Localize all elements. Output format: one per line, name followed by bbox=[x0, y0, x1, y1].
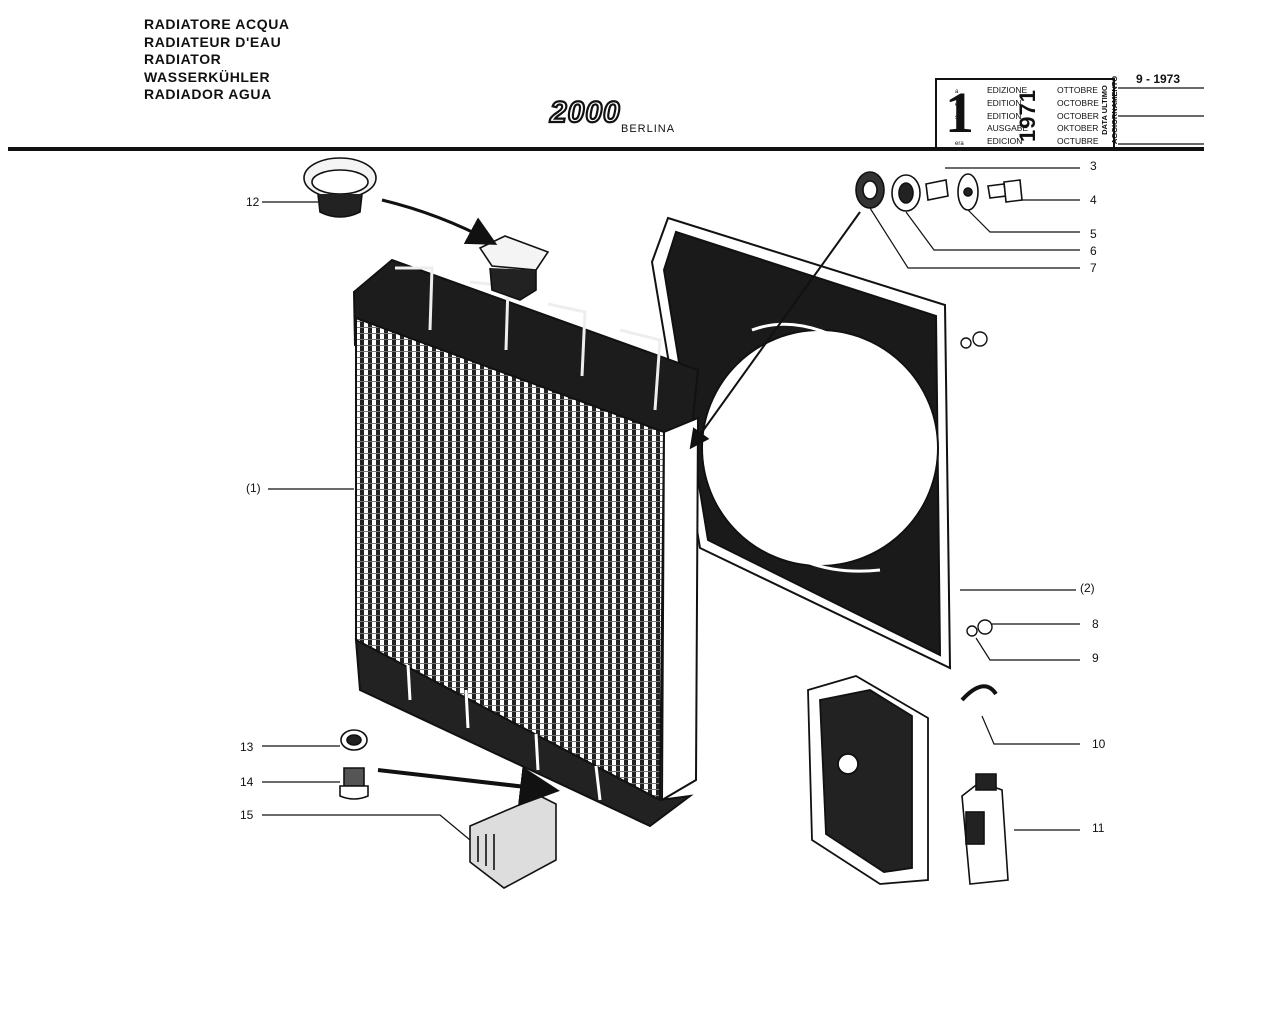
drain-parts bbox=[339, 729, 557, 889]
update-date: 9 - 1973 bbox=[1136, 72, 1181, 86]
leader-lines bbox=[262, 167, 1080, 841]
edition-number: 1 bbox=[945, 80, 974, 145]
ref-8: 8 bbox=[1092, 617, 1099, 631]
ref-7: 7 bbox=[1090, 261, 1097, 275]
title-es: RADIADOR AGUA bbox=[144, 86, 272, 102]
fan-shroud bbox=[650, 216, 952, 670]
edition-months: OTTOBRE OCTOBRE OCTOBER OKTOBER OCTUBRE bbox=[1057, 85, 1099, 147]
model-subtitle: BERLINA bbox=[621, 123, 676, 135]
ref-15: 15 bbox=[240, 808, 254, 822]
edition-box: 1 a ère st . era EDIZIONE EDITION EDITIO… bbox=[935, 78, 1115, 150]
update-lines bbox=[1118, 87, 1204, 145]
title-de: WASSERKÜHLER bbox=[144, 68, 271, 85]
ref-1: (1) bbox=[246, 481, 261, 495]
nut-washer-set bbox=[960, 331, 993, 637]
edition-superscripts: a ère st . era bbox=[955, 89, 964, 147]
ref-2: (2) bbox=[1080, 581, 1095, 595]
ref-14: 14 bbox=[240, 775, 254, 789]
radiator-core bbox=[352, 258, 700, 828]
ref-4: 4 bbox=[1090, 193, 1097, 207]
ref-9: 9 bbox=[1092, 651, 1099, 665]
ref-11: 11 bbox=[1092, 821, 1105, 835]
bottle-11 bbox=[961, 773, 1009, 885]
ref-6: 6 bbox=[1090, 244, 1097, 258]
ref-5: 5 bbox=[1090, 227, 1097, 241]
ref-3: 3 bbox=[1090, 159, 1097, 173]
ref-13: 13 bbox=[240, 740, 254, 754]
title-block: RADIATORE ACQUA RADIATEUR D'EAU RADIATOR… bbox=[144, 16, 290, 104]
header-rule bbox=[8, 147, 1204, 151]
title-en: RADIATOR bbox=[144, 51, 222, 67]
model-logo-text: 2000 bbox=[549, 98, 621, 128]
title-fr: RADIATEUR D'EAU bbox=[144, 33, 282, 50]
title-it: RADIATORE ACQUA bbox=[144, 16, 290, 32]
model-logo: 2000 bbox=[548, 98, 621, 128]
jerrycan-10 bbox=[807, 675, 998, 885]
ref-10: 10 bbox=[1092, 737, 1106, 751]
mount-parts bbox=[855, 171, 1023, 212]
edition-labels: EDIZIONE EDITION EDITION AUSGABE EDICION bbox=[987, 85, 1029, 147]
cap-12 bbox=[303, 157, 377, 218]
ref-12: 12 bbox=[246, 195, 260, 209]
